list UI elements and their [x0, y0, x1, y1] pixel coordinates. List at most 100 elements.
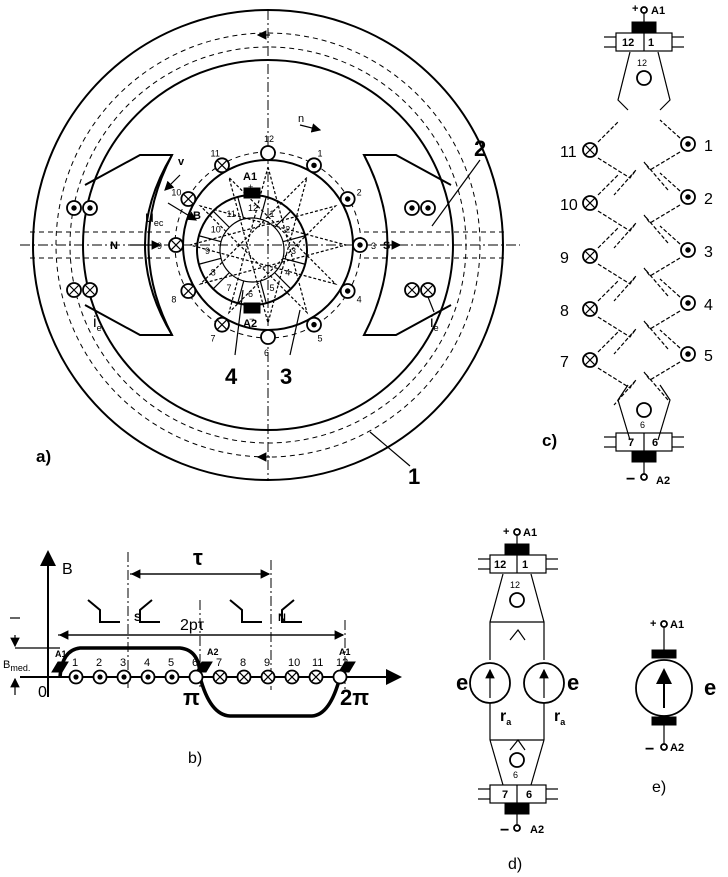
axis-conductor-label: 11	[312, 657, 323, 669]
callout-1: 1	[408, 464, 420, 489]
svg-text:+: +	[503, 526, 509, 538]
svg-text:+: +	[248, 182, 253, 192]
c-top-label: A1	[651, 5, 665, 17]
svg-text:1: 1	[648, 37, 654, 49]
svg-text:1: 1	[522, 559, 528, 571]
two-p-tau-label: 2pτ	[180, 617, 205, 634]
e-bottom-label: A2	[670, 742, 684, 754]
rotor-conductor-label: 4	[357, 295, 362, 305]
axis-b-label: B	[62, 561, 73, 578]
commutator-segment-label: 9	[205, 246, 210, 256]
axis-conductor-label: 9	[264, 657, 270, 669]
commutator-segment-label: 3	[291, 246, 296, 256]
callout-4: 4	[225, 364, 238, 389]
panel-e: + A1 e − A2 e)	[635, 618, 716, 796]
c-right-label: 2	[704, 191, 713, 208]
pole-s-label: S	[383, 240, 390, 252]
axis-conductor-label: 12	[336, 657, 348, 669]
axis-conductor-label: 10	[288, 657, 300, 669]
rotor-conductor-label: 9	[157, 241, 162, 251]
svg-text:7: 7	[502, 789, 508, 801]
rotor-conductor-label: 3	[371, 241, 376, 251]
svg-text:6: 6	[640, 420, 645, 430]
commutator-segment-label: 6	[248, 289, 253, 299]
svg-text:12: 12	[637, 58, 647, 68]
panel-d-label: d)	[508, 856, 522, 873]
voltage-label: uec	[145, 209, 164, 228]
axis-conductor-label: 2	[96, 657, 102, 669]
d-ra-right: ra	[554, 708, 566, 727]
rotor-conductor-label: 5	[318, 334, 323, 344]
e-top-label: A1	[670, 619, 684, 631]
panel-b-label: b)	[188, 750, 202, 767]
svg-text:A1: A1	[55, 649, 67, 659]
rotor-conductor-label: 2	[357, 188, 362, 198]
svg-text:12: 12	[510, 580, 520, 590]
axis-conductor-label: 5	[168, 657, 174, 669]
rotation-label: n	[298, 113, 304, 125]
field-label: B	[193, 210, 201, 222]
rotor-conductor-label: 6	[264, 348, 269, 358]
axis-conductor-label: 1	[72, 657, 78, 669]
svg-text:A2: A2	[207, 647, 219, 657]
rotor-conductor-label: 8	[171, 295, 176, 305]
svg-text:6: 6	[652, 437, 658, 449]
c-left-label: 11	[560, 144, 577, 161]
c-left-label: 9	[560, 250, 569, 267]
svg-text:+: +	[650, 618, 656, 630]
d-emf-right: e	[567, 670, 579, 695]
rotor-conductor-6	[260, 329, 276, 345]
commutator-inner	[219, 217, 285, 283]
b-pole-n: N	[278, 612, 286, 624]
b-med-label: Bmed.	[3, 659, 30, 673]
velocity-label: v	[178, 156, 185, 168]
panel-e-label: e)	[652, 779, 666, 796]
pole-n-label: N	[110, 240, 118, 252]
exc-current-right: ie	[430, 314, 439, 333]
rotor-conductor-label: 12	[264, 134, 274, 144]
commutator-segment-label: 5	[270, 283, 275, 293]
commutator-segment-label: 1	[270, 209, 275, 219]
c-left-label: 7	[560, 354, 569, 371]
d-top-label: A1	[523, 527, 537, 539]
c-left-label: 10	[560, 197, 578, 214]
axis-conductor-label: 8	[240, 657, 246, 669]
svg-text:A1: A1	[339, 647, 351, 657]
axis-conductor-label: 4	[144, 657, 150, 669]
brush-a1	[243, 187, 261, 199]
svg-text:−: −	[645, 741, 654, 758]
brush-a2	[243, 302, 261, 314]
callout-3: 3	[280, 364, 292, 389]
excitation-coil-left	[66, 200, 98, 298]
svg-text:7: 7	[628, 437, 634, 449]
two-pi-label: 2π	[340, 685, 369, 710]
e-emf: e	[704, 675, 716, 700]
svg-text:−: −	[626, 471, 635, 488]
rotor-conductor-12	[260, 145, 276, 161]
axis-conductor-6	[188, 669, 204, 685]
svg-text:12: 12	[494, 559, 506, 571]
axis-conductor-label: 6	[192, 657, 198, 669]
pi-label: π	[183, 685, 200, 710]
svg-text:+: +	[632, 3, 638, 15]
c-right-label: 3	[704, 244, 713, 261]
svg-text:−: −	[500, 822, 509, 839]
d-bottom-label: A2	[530, 824, 544, 836]
rotor-conductor-label: 11	[211, 148, 220, 158]
exc-current-left: ie	[93, 314, 102, 333]
commutator-segment-label: 7	[227, 283, 232, 293]
brush-a2-label: A2	[243, 318, 257, 330]
d-ra-left: ra	[500, 708, 512, 727]
d-emf-left: e	[456, 670, 468, 695]
commutator-segment-label: 10	[211, 225, 221, 235]
brush-a1-label: A1	[243, 171, 257, 183]
origin-label: 0	[38, 684, 47, 701]
axis-conductor-12	[332, 669, 348, 685]
c-right-label: 1	[704, 138, 713, 155]
rotor-conductor-label: 7	[211, 334, 216, 344]
c-right-label: 5	[704, 348, 713, 365]
excitation-coil-right	[404, 200, 436, 298]
